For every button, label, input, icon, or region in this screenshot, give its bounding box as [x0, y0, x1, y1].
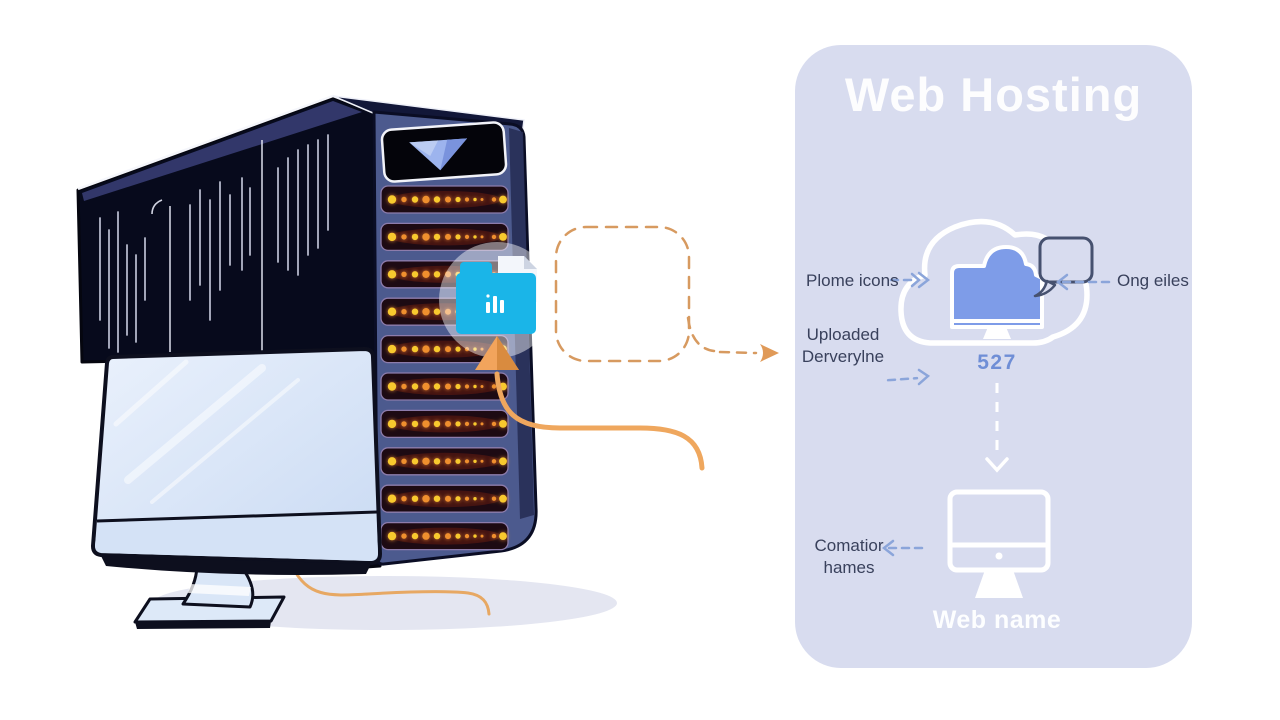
panel-caption: Web name — [932, 606, 1062, 634]
label-domain-line1: Comatior — [814, 536, 884, 555]
dashed-route-box — [554, 225, 758, 363]
label-domain-line2: hames — [823, 558, 875, 578]
server-display — [380, 121, 508, 183]
label-domain: Comatior hames — [799, 535, 899, 580]
label-upload-line1: Uploaded — [806, 325, 880, 344]
panel-title: Web Hosting — [844, 68, 1143, 121]
panel-number: 527 — [977, 351, 1017, 374]
desktop-monitor-icon — [91, 347, 382, 629]
label-sites: Ong eiles — [1117, 271, 1189, 290]
label-files: Plome icons — [806, 271, 899, 290]
web-hosting-panel: Web Hosting Plome icons Ong eiles Upload… — [795, 45, 1192, 668]
label-upload: Uploaded Derverylne — [795, 324, 891, 369]
dashed-arrow-icon — [760, 344, 779, 362]
cloud-icon — [898, 218, 1090, 346]
panel-streaks — [99, 134, 329, 353]
dashed-blue-arrows — [881, 271, 1113, 557]
orange-connector-curve — [494, 371, 705, 471]
screen-glare — [113, 359, 300, 504]
label-upload-line2: Derverylne — [801, 347, 885, 367]
power-cable — [290, 564, 491, 616]
server-tower-icon — [76, 94, 538, 570]
monitor-icon — [947, 489, 1051, 598]
arrow-down-icon — [985, 383, 1009, 473]
hosting-diagram — [881, 218, 1113, 598]
upload-folder-icon — [439, 242, 555, 370]
speech-bubble-icon — [1033, 236, 1094, 298]
cloud-folder-icon — [950, 245, 1044, 339]
bar-chart-glyph — [486, 294, 504, 313]
panel-division-lines — [151, 140, 263, 352]
